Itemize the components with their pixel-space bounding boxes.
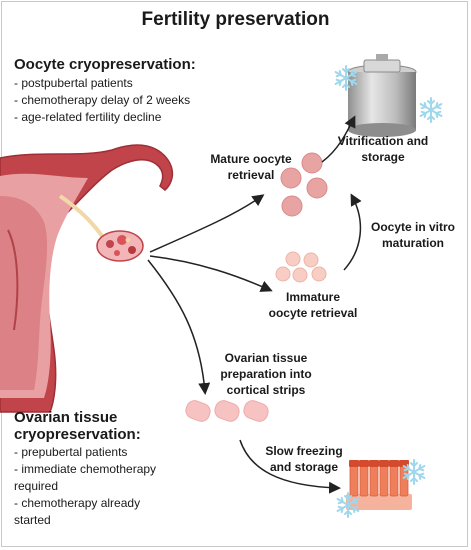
process-arrows (147, 115, 362, 494)
label-tissue-prep: Ovarian tissue preparation into cortical… (208, 350, 324, 398)
label-line: cortical strips (226, 383, 306, 397)
ovarian-item: - immediate chemotherapy (14, 462, 157, 476)
arrow-to-slow-freeze (239, 439, 341, 494)
label-line: Vitrification and (337, 134, 429, 148)
arrow-to-immature (149, 255, 273, 292)
ovarian-item: required (14, 479, 59, 493)
ovarian-item: - chemotherapy already (14, 496, 141, 510)
oocyte-item: - postpubertal patients (14, 76, 133, 90)
cortical-strips (185, 400, 269, 422)
ovarian-heading-line1: Ovarian tissue (14, 409, 118, 426)
label-line: preparation into (220, 367, 312, 381)
label-vitrification: Vitrification and storage (318, 133, 448, 165)
ovarian-ligament (58, 194, 104, 238)
label-line: oocyte retrieval (268, 306, 358, 320)
label-ivm: Oocyte in vitro maturation (356, 219, 470, 251)
label-line: storage (361, 150, 405, 164)
ovary-icon (96, 230, 144, 262)
label-slow-freezing: Slow freezing and storage (250, 443, 358, 475)
snowflake-icon (419, 97, 443, 123)
cryo-tank-icon (347, 54, 417, 137)
label-line: Mature oocyte (210, 152, 292, 166)
mature-oocytes (280, 152, 328, 217)
arrow-to-tissue (147, 259, 211, 395)
immature-oocytes (275, 251, 327, 283)
label-line: retrieval (227, 168, 275, 182)
uterus-illustration (0, 144, 174, 413)
oocyte-item: - chemotherapy delay of 2 weeks (14, 93, 191, 107)
label-immature-oocyte: Immature oocyte retrieval (254, 289, 372, 321)
page-title: Fertility preservation (141, 9, 330, 30)
label-line: Slow freezing (265, 444, 343, 458)
oocyte-heading: Oocyte cryopreservation: (14, 56, 196, 73)
label-line: and storage (269, 460, 338, 474)
ovarian-item: started (14, 513, 51, 527)
oocyte-section: Oocyte cryopreservation: - postpubertal … (14, 56, 196, 126)
oocyte-item: - age-related fertility decline (14, 110, 162, 124)
arrow-to-tank (321, 115, 356, 163)
arrow-ivm (343, 193, 362, 271)
label-mature-oocyte: Mature oocyte retrieval (196, 151, 306, 183)
ovarian-item: - prepubertal patients (14, 445, 128, 459)
label-line: Immature (285, 290, 341, 304)
label-line: maturation (381, 236, 444, 250)
label-line: Ovarian tissue (224, 351, 308, 365)
ovarian-section: Ovarian tissue cryopreservation: - prepu… (14, 409, 156, 529)
label-line: Oocyte in vitro (370, 220, 456, 234)
ovarian-heading-line2: cryopreservation: (14, 426, 141, 443)
arrow-to-mature (149, 194, 265, 253)
